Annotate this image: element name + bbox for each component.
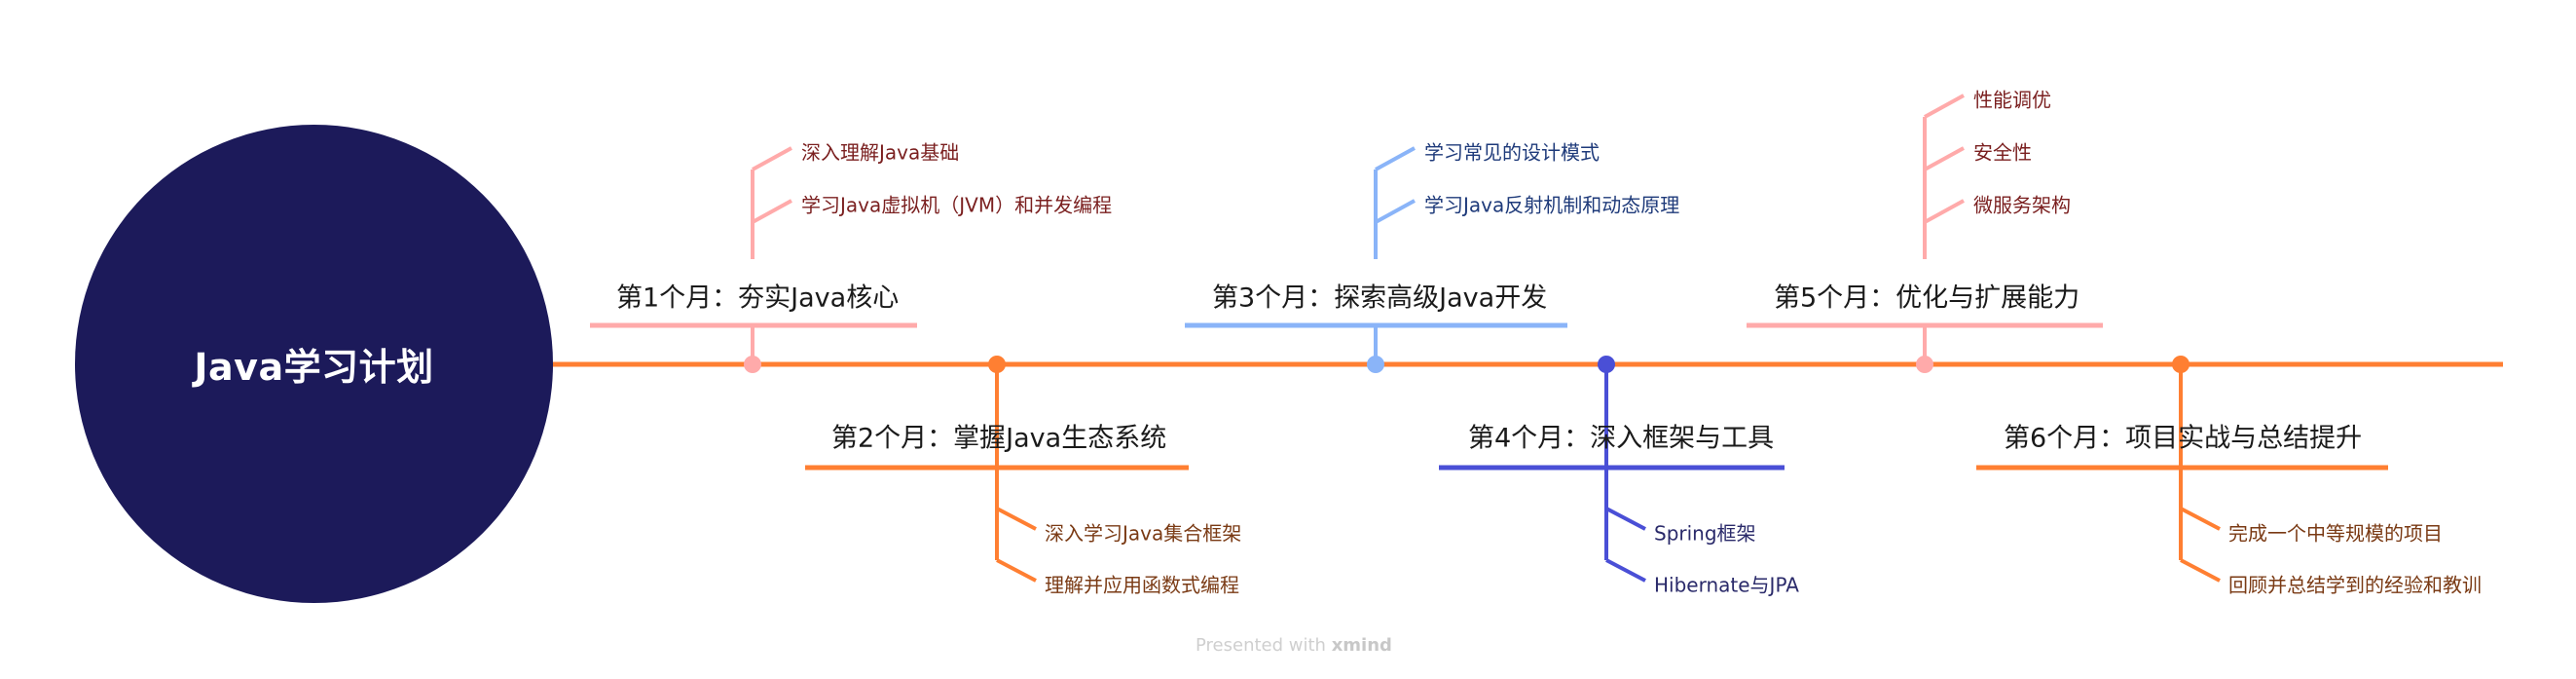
timeline-node-dot bbox=[1916, 356, 1933, 373]
leaf-branch bbox=[752, 146, 792, 171]
leaf-branch bbox=[1605, 558, 1646, 583]
subtopic-3-1[interactable]: 学习常见的设计模式 bbox=[1424, 140, 1600, 165]
subtopic-5-2[interactable]: 安全性 bbox=[1973, 140, 2032, 165]
month-topic-6[interactable]: 第6个月：项目实战与总结提升 bbox=[2004, 423, 2363, 454]
footer-attribution: Presented with xmind bbox=[1196, 635, 1392, 656]
timeline-node-dot bbox=[988, 356, 1006, 373]
root-topic-title: Java学习计划 bbox=[194, 346, 434, 389]
subtopic-2-1[interactable]: 深入学习Java集合框架 bbox=[1045, 521, 1242, 546]
month-topic-4[interactable]: 第4个月：深入框架与工具 bbox=[1468, 423, 1775, 454]
leaf-branch bbox=[2180, 558, 2221, 583]
month-topic-2[interactable]: 第2个月：掌握Java生态系统 bbox=[831, 423, 1167, 454]
subtopic-1-2[interactable]: 学习Java虚拟机（JVM）和并发编程 bbox=[801, 193, 1113, 217]
leaf-branch bbox=[752, 199, 792, 224]
footer-brand: xmind bbox=[1331, 635, 1392, 656]
leaf-branch bbox=[1605, 507, 1646, 531]
timeline-node-dot bbox=[1367, 356, 1384, 373]
timeline-node-dot bbox=[2172, 356, 2190, 373]
leaf-branch bbox=[2180, 507, 2221, 531]
leaf-branch bbox=[996, 507, 1037, 531]
footer-prefix: Presented with bbox=[1196, 635, 1326, 656]
leaf-branch bbox=[996, 558, 1037, 583]
subtopic-3-2[interactable]: 学习Java反射机制和动态原理 bbox=[1424, 193, 1680, 217]
subtopic-4-2[interactable]: Hibernate与JPA bbox=[1654, 573, 1799, 597]
month-topic-1[interactable]: 第1个月：夯实Java核心 bbox=[616, 283, 900, 314]
leaf-branch bbox=[1375, 199, 1416, 224]
subtopic-6-2[interactable]: 回顾并总结学到的经验和教训 bbox=[2228, 573, 2482, 597]
timeline-node-dot bbox=[1598, 356, 1615, 373]
leaf-branch bbox=[1924, 94, 1965, 119]
leaf-branch bbox=[1375, 146, 1416, 171]
subtopic-6-1[interactable]: 完成一个中等规模的项目 bbox=[2228, 521, 2443, 546]
timeline-node-dot bbox=[744, 356, 761, 373]
month-topic-5[interactable]: 第5个月：优化与扩展能力 bbox=[1774, 283, 2080, 314]
subtopic-5-1[interactable]: 性能调优 bbox=[1973, 88, 2051, 112]
subtopic-2-2[interactable]: 理解并应用函数式编程 bbox=[1045, 573, 1239, 597]
leaf-branch bbox=[1924, 146, 1965, 171]
month-topic-3[interactable]: 第3个月：探索高级Java开发 bbox=[1212, 283, 1548, 314]
subtopic-5-3[interactable]: 微服务架构 bbox=[1973, 193, 2071, 217]
subtopic-1-1[interactable]: 深入理解Java基础 bbox=[801, 140, 960, 165]
subtopic-4-1[interactable]: Spring框架 bbox=[1654, 521, 1756, 546]
root-topic[interactable]: Java学习计划 bbox=[75, 125, 553, 603]
leaf-branch bbox=[1924, 199, 1965, 224]
